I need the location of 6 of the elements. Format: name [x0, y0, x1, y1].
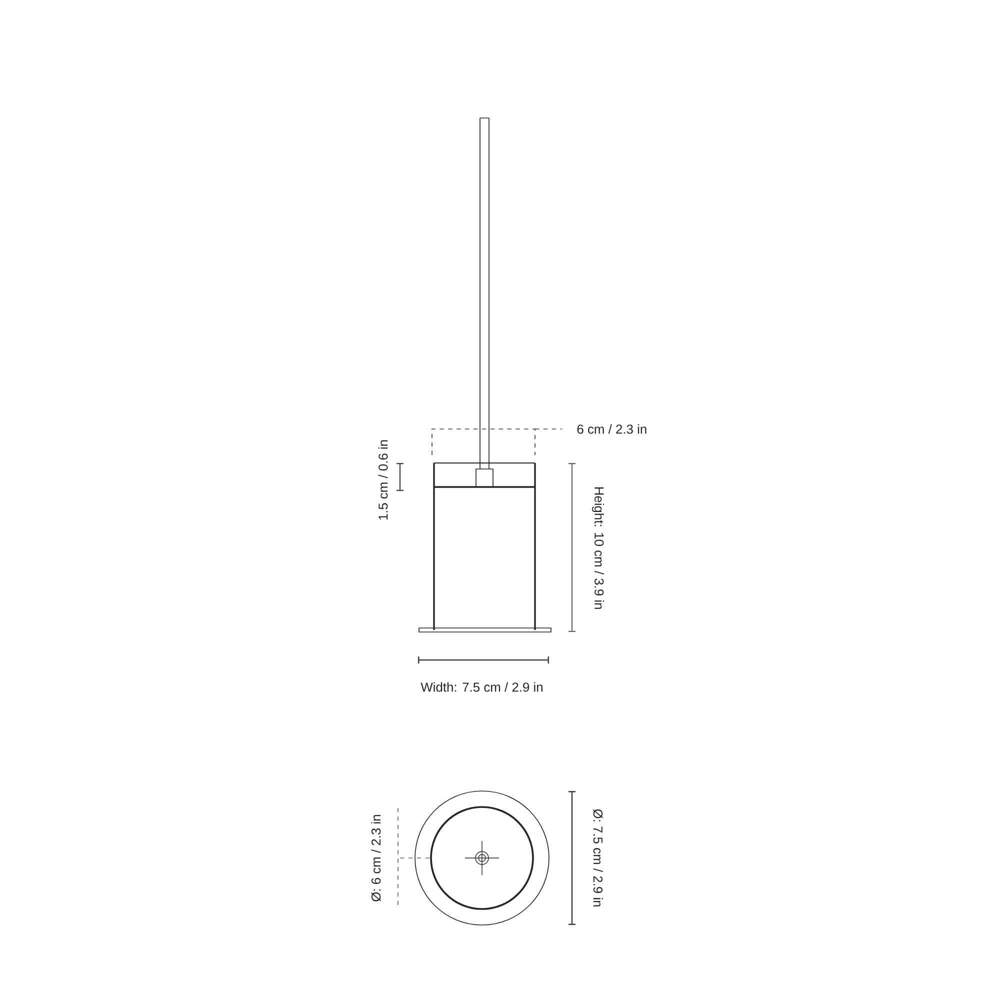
dimension-label: Ø: 6 cm / 2.3 in — [371, 815, 381, 902]
dimension-label: 1.5 cm / 0.6 in — [378, 440, 388, 520]
dimension-label: Height: 10 cm / 3.9 in — [592, 487, 604, 609]
dimension-label: 6 cm / 2.3 in — [577, 424, 646, 434]
dimension-label: Width: 7.5 cm / 2.9 in — [420, 682, 542, 692]
dimension-label: Ø: 7.5 cm / 2.9 in — [593, 809, 603, 906]
